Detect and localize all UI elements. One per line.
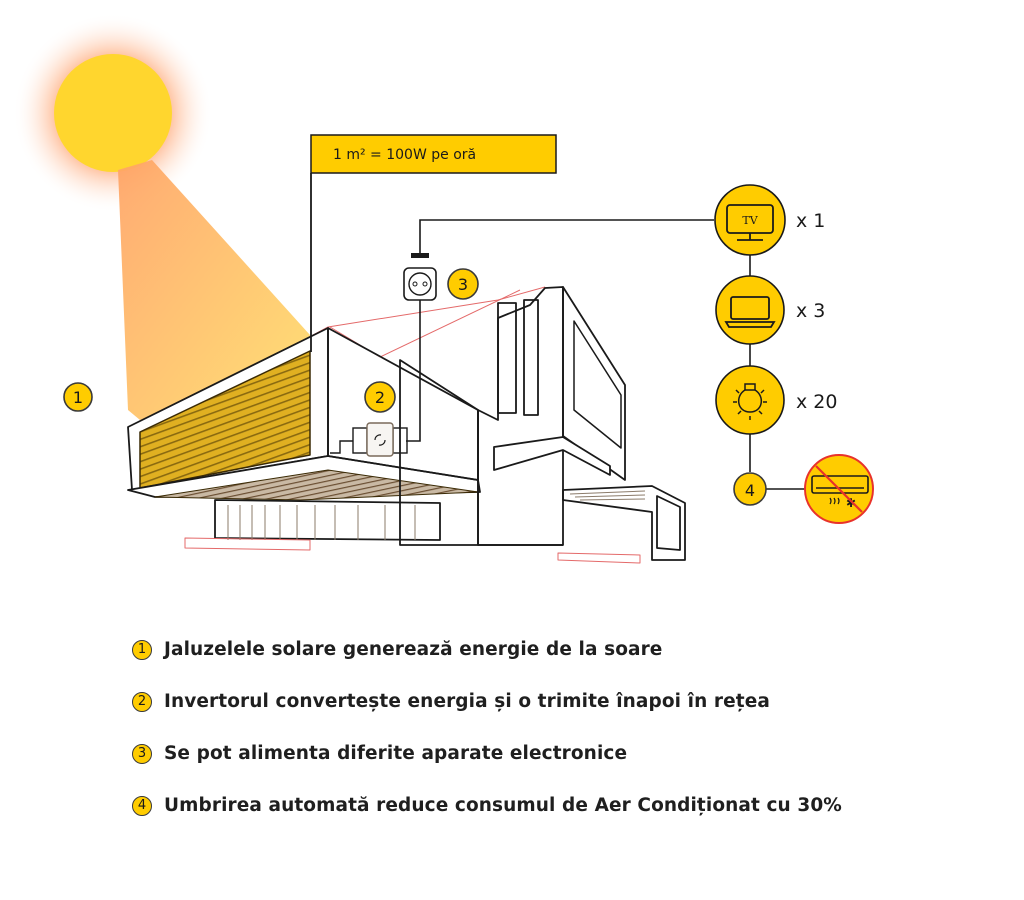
device-bulb bbox=[715, 365, 785, 435]
sun-beam bbox=[118, 160, 310, 420]
building bbox=[127, 286, 686, 564]
marker-3: 3 bbox=[447, 268, 479, 300]
legend: 1 Jaluzelele solare generează energie de… bbox=[132, 635, 1012, 843]
energy-callout: 1 m² = 100W pe oră bbox=[310, 134, 557, 352]
device-tv: TV bbox=[714, 184, 786, 256]
svg-text:3: 3 bbox=[458, 275, 468, 294]
legend-text: Se pot alimenta diferite aparate electro… bbox=[164, 743, 628, 764]
svg-text:TV: TV bbox=[742, 214, 758, 227]
marker-4: 4 bbox=[733, 472, 767, 506]
legend-item: 2 Invertorul convertește energia și o tr… bbox=[132, 687, 1012, 716]
legend-number-badge: 3 bbox=[132, 743, 152, 764]
wiring bbox=[406, 219, 805, 490]
socket-icon bbox=[403, 267, 437, 301]
legend-number-badge: 2 bbox=[132, 691, 152, 712]
legend-number-badge: 4 bbox=[132, 795, 152, 816]
svg-text:✱: ✱ bbox=[846, 496, 856, 510]
plug-icon bbox=[411, 253, 429, 258]
legend-text: Jaluzelele solare generează energie de l… bbox=[164, 639, 663, 660]
tv-count: x 1 bbox=[796, 210, 825, 232]
svg-text:4: 4 bbox=[745, 481, 755, 500]
laptop-icon bbox=[724, 296, 776, 328]
legend-text: Invertorul convertește energia și o trim… bbox=[164, 691, 770, 712]
legend-item: 3 Se pot alimenta diferite aparate elect… bbox=[132, 739, 1012, 768]
sun bbox=[13, 13, 213, 213]
svg-text:2: 2 bbox=[375, 388, 385, 407]
ac-unit: ✱ bbox=[804, 454, 874, 524]
air-conditioner-crossed-icon: ✱ bbox=[811, 475, 869, 510]
legend-number-badge: 1 bbox=[132, 639, 152, 660]
sun-disc bbox=[54, 54, 172, 172]
solar-blinds-panel bbox=[139, 350, 311, 489]
callout-box bbox=[310, 134, 557, 174]
marker-2: 2 bbox=[364, 381, 396, 413]
legend-item: 4 Umbrirea automată reduce consumul de A… bbox=[132, 791, 1012, 820]
svg-text:1: 1 bbox=[73, 388, 83, 407]
legend-item: 1 Jaluzelele solare generează energie de… bbox=[132, 635, 1012, 664]
light-bulb-icon bbox=[733, 383, 767, 420]
marker-1: 1 bbox=[63, 382, 93, 412]
bulb-count: x 20 bbox=[796, 391, 837, 413]
solar-blinds-diagram: 1 m² = 100W pe oră 1 2 3 bbox=[13, 13, 874, 564]
inverter-icon bbox=[330, 422, 408, 457]
legend-text: Umbrirea automată reduce consumul de Aer… bbox=[164, 795, 842, 816]
laptop-count: x 3 bbox=[796, 300, 825, 322]
callout-text: 1 m² = 100W pe oră bbox=[333, 147, 476, 163]
device-laptop bbox=[715, 275, 785, 345]
